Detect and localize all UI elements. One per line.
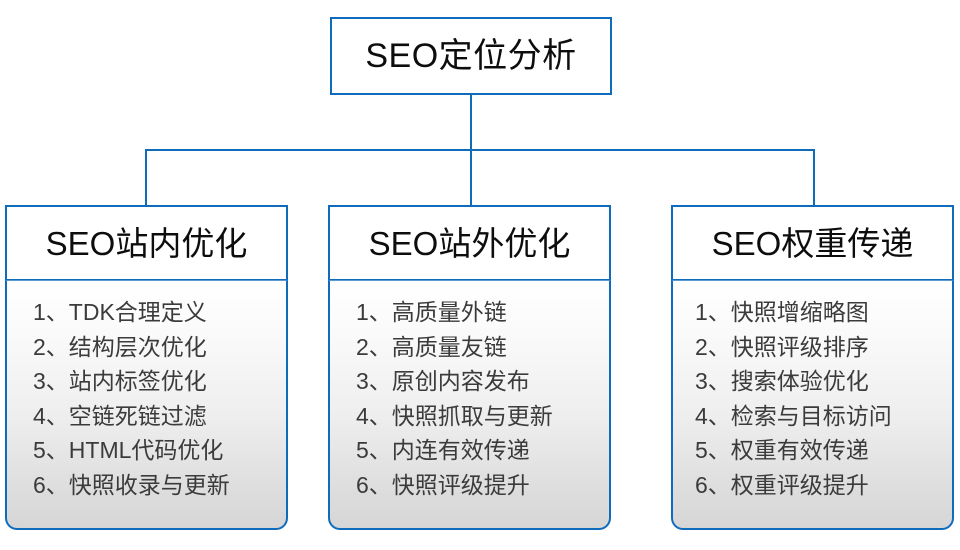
branch-column-3: SEO权重传递 1、快照增缩略图 2、快照评级排序 3、搜索体验优化 4、检索与…	[671, 205, 954, 530]
list-item: 5、权重有效传递	[695, 437, 869, 463]
list-item: 2、结构层次优化	[33, 333, 207, 360]
branch-header-box-1: SEO站内优化	[5, 205, 288, 281]
list-item: 6、快照评级提升	[356, 471, 530, 498]
list-item: 1、TDK合理定义	[33, 299, 207, 325]
root-node-box: SEO定位分析	[330, 17, 612, 95]
list-item: 2、快照评级排序	[695, 333, 869, 360]
list-item: 3、站内标签优化	[33, 368, 207, 394]
branch-body-box-2: 1、高质量外链 2、高质量友链 3、原创内容发布 4、快照抓取与更新 5、内连有…	[328, 280, 611, 530]
list-item: 6、权重评级提升	[695, 471, 869, 498]
list-item: 3、原创内容发布	[356, 368, 530, 394]
branch-header-title-3: SEO权重传递	[711, 224, 914, 262]
list-item: 5、内连有效传递	[356, 437, 530, 463]
list-item: 1、高质量外链	[356, 299, 507, 325]
branch-header-title-2: SEO站外优化	[368, 224, 571, 262]
root-node-title: SEO定位分析	[365, 37, 577, 75]
branch-column-2: SEO站外优化 1、高质量外链 2、高质量友链 3、原创内容发布 4、快照抓取与…	[328, 205, 611, 530]
list-item: 1、快照增缩略图	[695, 299, 869, 325]
branch-header-box-3: SEO权重传递	[671, 205, 954, 281]
list-item: 4、检索与目标访问	[695, 402, 892, 429]
list-item: 4、快照抓取与更新	[356, 402, 553, 429]
list-item: 2、高质量友链	[356, 333, 507, 360]
list-item: 6、快照收录与更新	[33, 471, 230, 498]
list-item: 5、HTML代码优化	[33, 437, 224, 463]
branch-column-1: SEO站内优化 1、TDK合理定义 2、结构层次优化 3、站内标签优化 4、空链…	[5, 205, 288, 530]
branch-body-box-1: 1、TDK合理定义 2、结构层次优化 3、站内标签优化 4、空链死链过滤 5、H…	[5, 280, 288, 530]
branch-item-list-3: 1、快照增缩略图 2、快照评级排序 3、搜索体验优化 4、检索与目标访问 5、权…	[673, 295, 952, 502]
branch-item-list-2: 1、高质量外链 2、高质量友链 3、原创内容发布 4、快照抓取与更新 5、内连有…	[330, 295, 609, 502]
list-item: 3、搜索体验优化	[695, 368, 869, 394]
list-item: 4、空链死链过滤	[33, 402, 207, 429]
branch-body-box-3: 1、快照增缩略图 2、快照评级排序 3、搜索体验优化 4、检索与目标访问 5、权…	[671, 280, 954, 530]
branch-item-list-1: 1、TDK合理定义 2、结构层次优化 3、站内标签优化 4、空链死链过滤 5、H…	[7, 295, 286, 502]
branch-header-box-2: SEO站外优化	[328, 205, 611, 281]
branch-header-title-1: SEO站内优化	[45, 224, 248, 262]
